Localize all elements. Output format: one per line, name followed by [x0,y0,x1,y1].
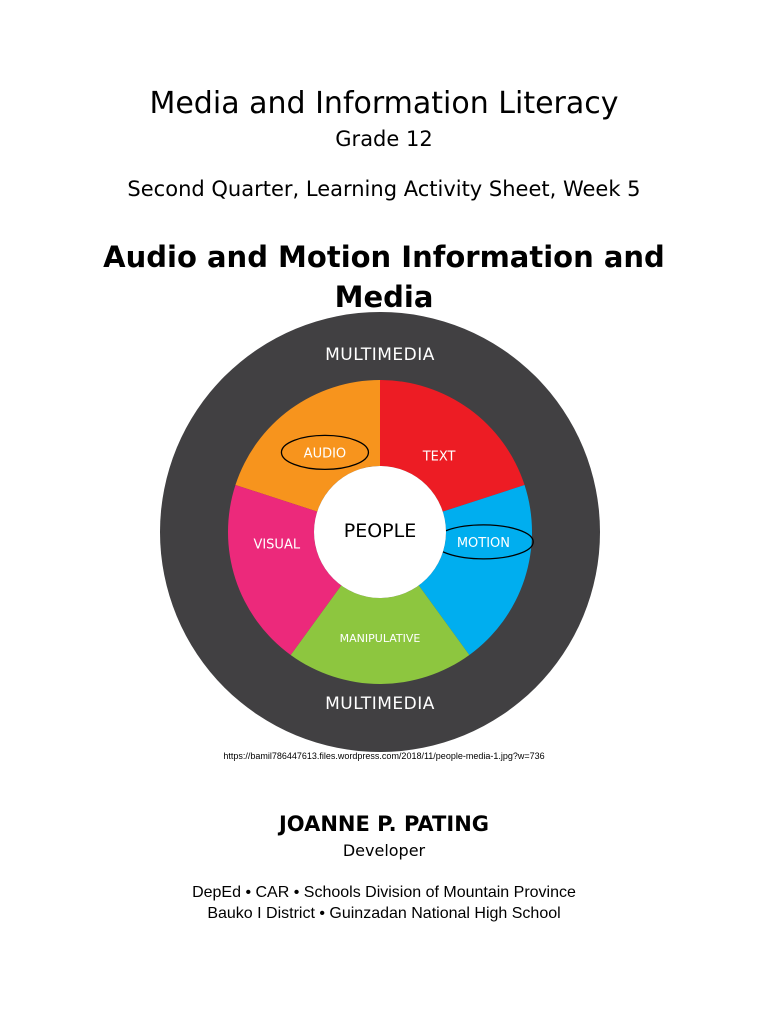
segment-motion [418,485,533,655]
subject-title: Media and Information Literacy [149,86,619,121]
segment-motion-highlight-circle [432,524,534,560]
segment-audio-label: AUDIO [304,446,347,461]
segment-manipulative [290,585,470,685]
multimedia-label-top: MULTIMEDIA [325,345,435,365]
multimedia-label-bottom: MULTIMEDIA [325,694,435,714]
segment-manipulative-label: MANIPULATIVE [340,632,421,645]
image-source-url: https://bamil786447613.files.wordpress.c… [223,751,545,761]
segment-audio [235,380,380,512]
grade-label: Grade 12 [335,127,433,151]
multimedia-outer-ring [160,312,600,752]
media-type-segments: AUDIO TEXT MOTION MANIPULATIVE VISUAL [228,380,534,685]
quarter-week-line: Second Quarter, Learning Activity Sheet,… [127,177,641,201]
people-center-circle [314,466,446,598]
segment-text-label: TEXT [422,449,456,464]
segment-visual-label: VISUAL [253,538,300,553]
organization-line-2: Bauko I District • Guinzadan National Hi… [207,905,561,922]
lesson-title-line-1: Audio and Motion Information and [103,240,665,274]
organization-line-1: DepEd • CAR • Schools Division of Mounta… [192,884,576,901]
developer-role: Developer [342,841,426,860]
lesson-title-line-2: Media [334,280,434,314]
people-center-label: PEOPLE [344,520,416,542]
developer-name: JOANNE P. PATING [278,812,490,836]
segment-text [380,380,525,512]
segment-audio-highlight-circle [280,434,370,471]
segment-motion-label: MOTION [457,536,510,551]
segment-visual [228,485,342,655]
